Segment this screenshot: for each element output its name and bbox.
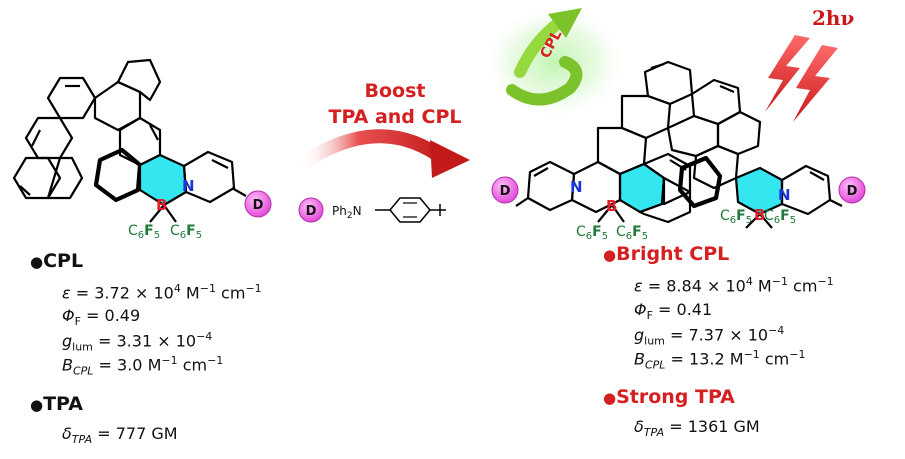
left-donor-label: D (253, 198, 264, 213)
photon-label: 2hν (812, 6, 854, 30)
bullet-icon: ● (30, 396, 44, 414)
bullet-icon: ● (30, 253, 44, 271)
photon-bolts (765, 35, 838, 122)
right-epsilon: ε = 8.84 × 104 M−1 cm−1 (634, 275, 834, 296)
left-delta: δTPA = 777 GM (62, 424, 178, 447)
svg-text:C6F5: C6F5 (720, 208, 752, 226)
right-nitrogen-atom-b: N (778, 186, 791, 204)
right-heading-strong-tpa: ●Strong TPA (603, 386, 735, 408)
right-donor-label-b: D (847, 184, 858, 199)
svg-text:C6F5: C6F5 (170, 223, 202, 241)
right-bcpl: BCPL = 13.2 M−1 cm−1 (634, 348, 806, 372)
left-pfp-labels: C6F5 C6F5 (128, 223, 202, 241)
arrow-label-line1: Boost (364, 80, 426, 102)
left-nitrogen-atom: N (182, 177, 195, 195)
svg-text:C6F5: C6F5 (576, 224, 608, 242)
bullet-icon: ● (603, 389, 617, 407)
right-donor-badge-b: D (838, 176, 866, 204)
arrow-label-line2: TPA and CPL (328, 106, 462, 128)
left-boron-atom: B (156, 196, 167, 214)
svg-text:C6F5: C6F5 (128, 223, 160, 241)
right-boron-atom-b: B (754, 206, 765, 224)
right-nitrogen-atom-a: N (570, 178, 583, 196)
left-heading-tpa: ●TPA (30, 393, 83, 415)
right-donor-badge-a: D (491, 176, 519, 204)
cpl-spiral-arrow (506, 8, 583, 106)
right-delta: δTPA = 1361 GM (634, 417, 760, 440)
right-phi: ΦF = 0.41 (634, 300, 713, 323)
svg-text:C6F5: C6F5 (764, 208, 796, 226)
right-donor-label-a: D (500, 184, 511, 199)
left-glum: glum = 3.31 × 10−4 (62, 330, 213, 354)
reaction-arrow-body (293, 129, 452, 172)
svg-text:C6F5: C6F5 (616, 224, 648, 242)
left-molecule (12, 58, 247, 223)
donor-structure: D Ph2N (298, 197, 446, 223)
right-pfp-labels: C6F5 C6F5 C6F5 C6F5 (576, 208, 796, 242)
right-heading-bright-cpl: ●Bright CPL (603, 243, 730, 265)
right-molecule (515, 60, 843, 229)
donor-structure-label: D (306, 204, 317, 219)
left-donor-badge: D (244, 190, 272, 218)
right-boron-atom-a: B (606, 197, 617, 215)
left-heading-cpl: ●CPL (30, 250, 84, 272)
right-glum: glum = 7.37 × 10−4 (634, 324, 785, 348)
left-epsilon: ε = 3.72 × 104 M−1 cm−1 (62, 282, 262, 303)
left-bcpl: BCPL = 3.0 M−1 cm−1 (62, 354, 224, 378)
left-phi: ΦF = 0.49 (62, 306, 141, 329)
svg-text:Ph2N: Ph2N (332, 204, 362, 221)
reaction-arrow-head (430, 140, 470, 178)
bullet-icon: ● (603, 246, 617, 264)
